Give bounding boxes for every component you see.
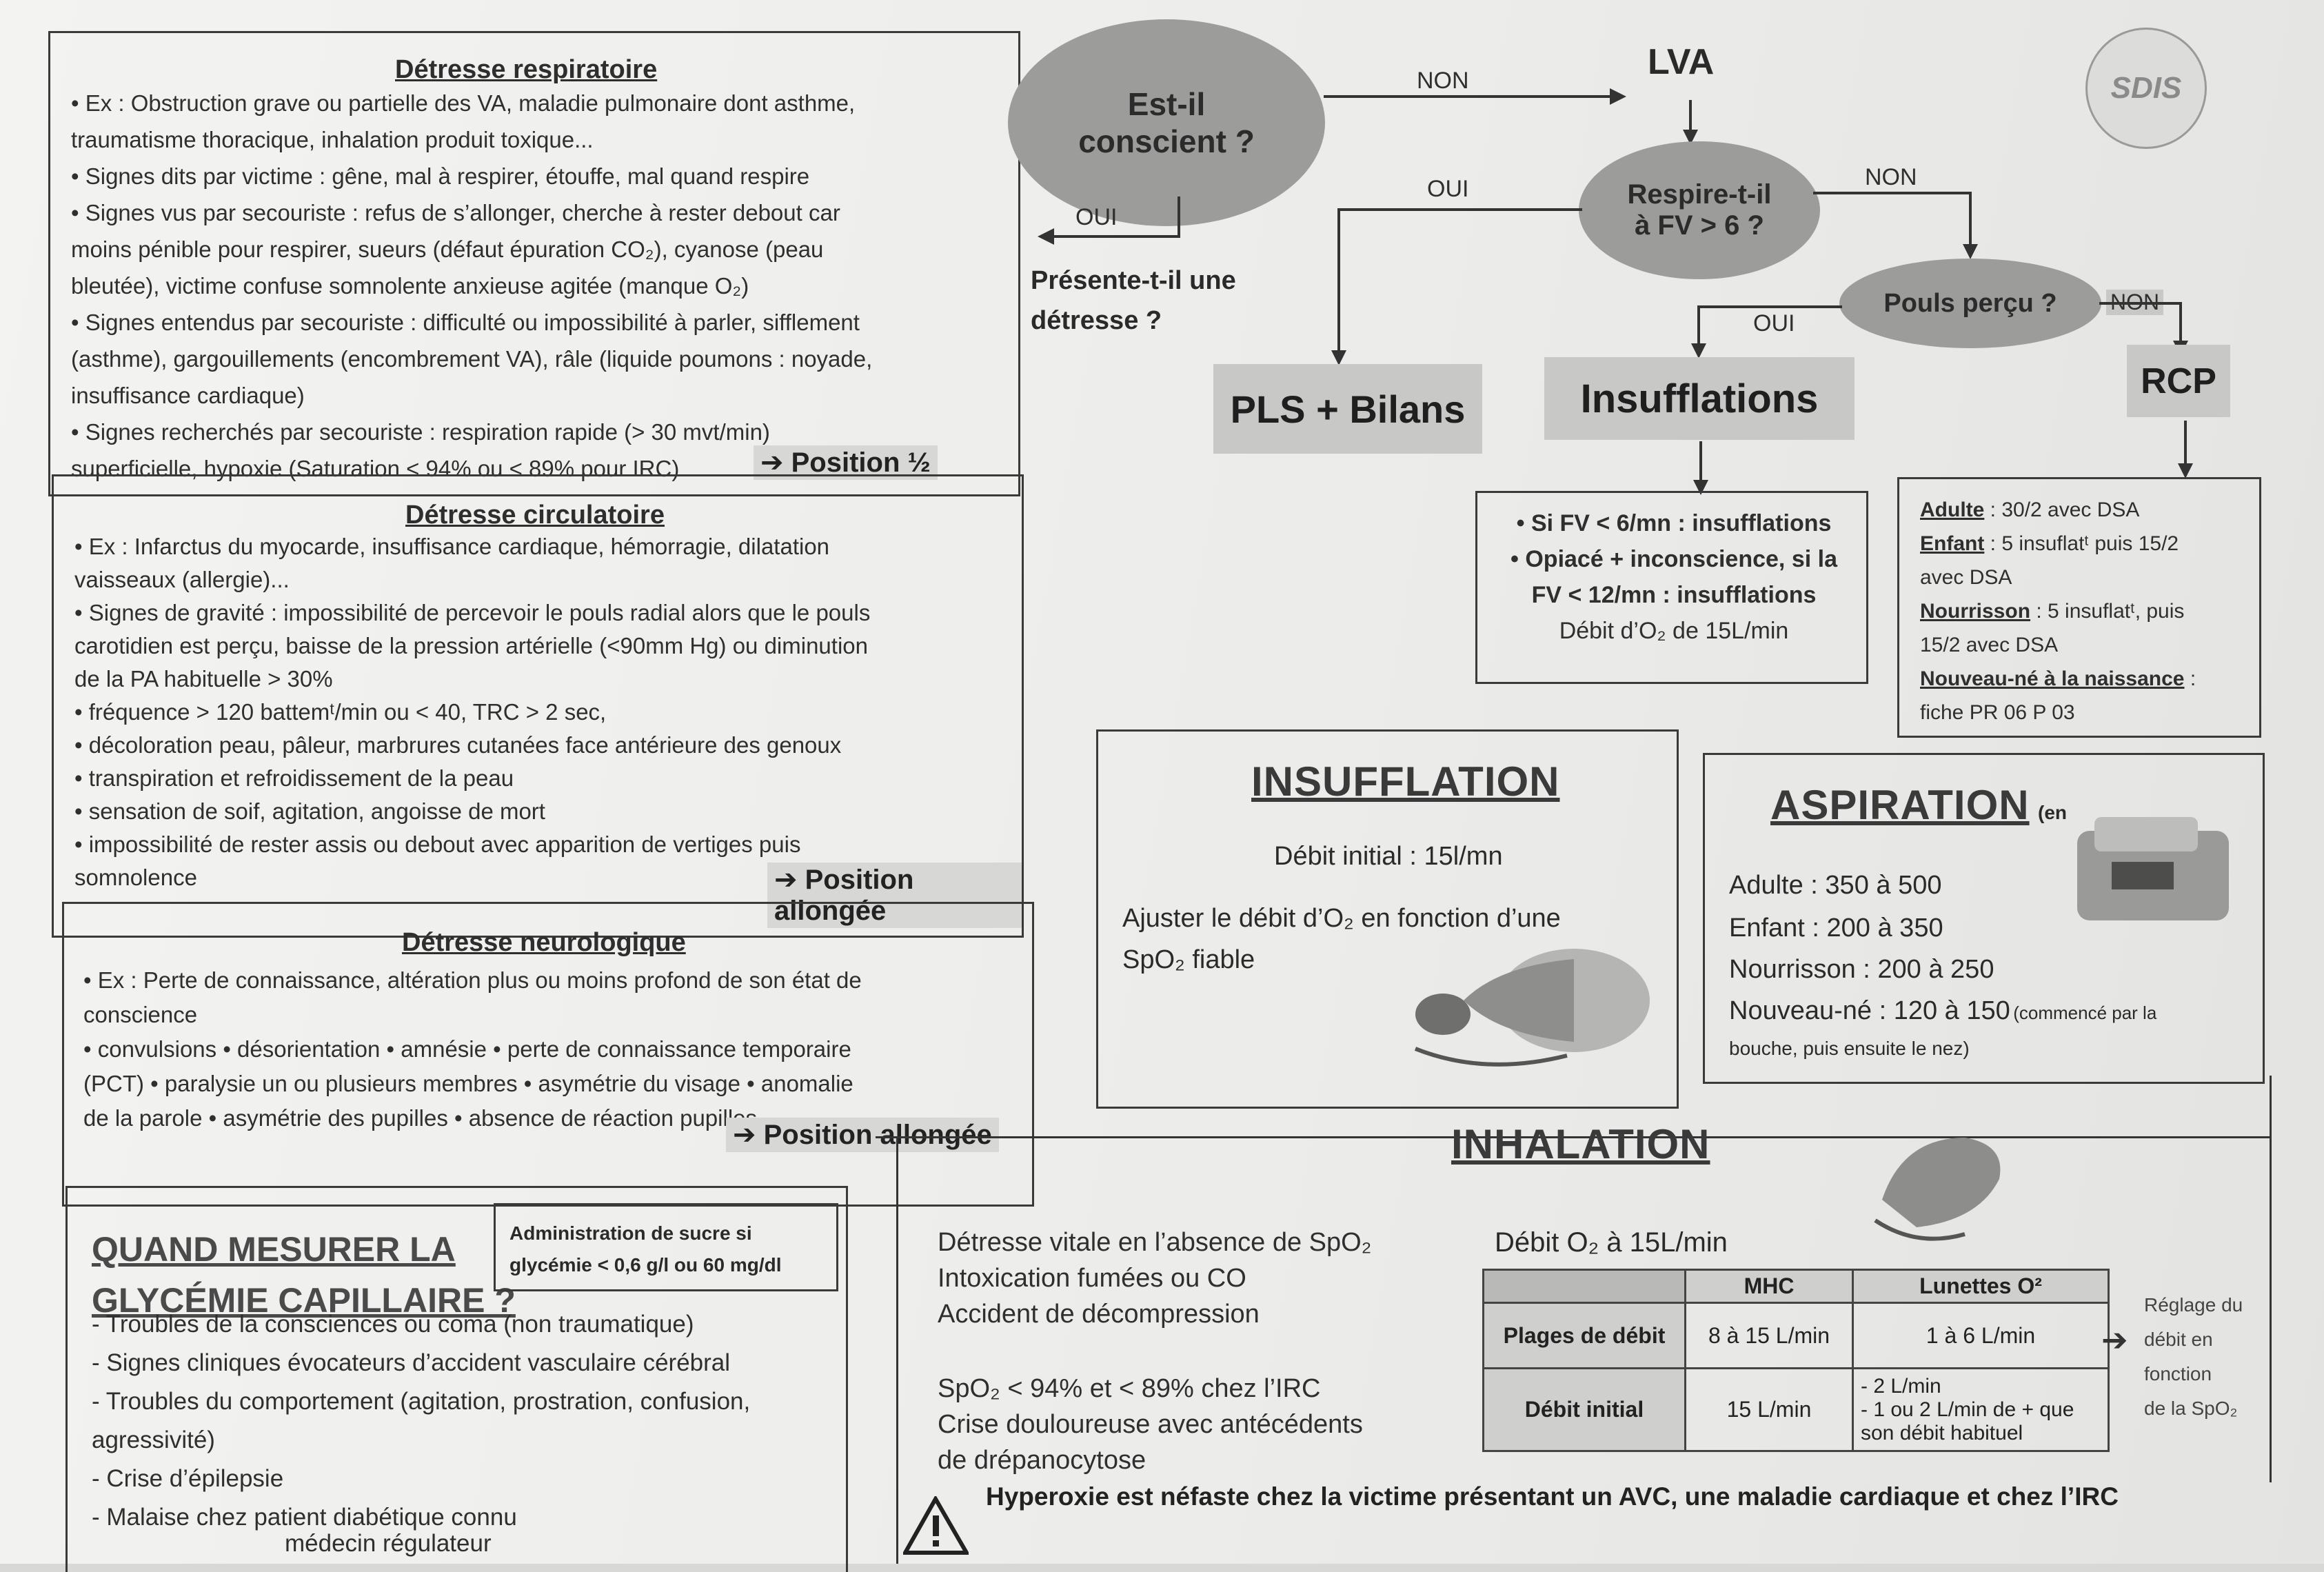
aspiration-child: Enfant : 200 à 350 <box>1729 914 1943 943</box>
flow-arrow-line <box>1699 441 1702 483</box>
aspiration-box: ASPIRATION (en Adulte : 350 à 500 Enfant… <box>1703 753 2265 1084</box>
aspiration-title-suffix: (en <box>2038 802 2068 823</box>
flow-breathes-oval: Respire-t-il à FV > 6 ? <box>1579 141 1820 279</box>
flow-pulse-oval: Pouls perçu ? <box>1839 259 2101 348</box>
inhalation-title: INHALATION <box>1451 1121 1710 1167</box>
inhalation-flow-text: Débit O₂ à 15L/min <box>1495 1227 1728 1258</box>
oxygen-flow-table: MHC Lunettes O² Plages de débit 8 à 15 L… <box>1482 1269 2110 1452</box>
flow-arrowhead <box>1610 88 1626 105</box>
table-row-head-plages: Plages de débit <box>1482 1302 1686 1369</box>
flow-oui-label-2: OUI <box>1427 176 1469 202</box>
glycemia-indications: - Troubles de la consciences ou coma (no… <box>92 1311 751 1557</box>
circulatory-distress-title: Détresse circulatoire <box>405 501 665 530</box>
aspiration-title-row: ASPIRATION (en <box>1770 781 2067 829</box>
flow-arrow-line <box>1969 192 1972 247</box>
table-header-lunettes: Lunettes O² <box>1852 1269 2110 1304</box>
insufflation-box: INSUFFLATION Débit initial : 15l/mn Ajus… <box>1096 729 1679 1109</box>
table-cell: 1 à 6 L/min <box>1852 1302 2110 1369</box>
sdis-logo: SDIS <box>2085 28 2207 149</box>
neurological-distress-title: Détresse neurologique <box>402 928 686 957</box>
flow-arrow-line <box>2179 302 2182 343</box>
insufflation-title: INSUFFLATION <box>1251 758 1560 805</box>
neurological-distress-text: • Ex : Perte de connaissance, altération… <box>83 967 862 1131</box>
inhalation-top-border <box>876 1136 2272 1138</box>
insufflation-rules-text: • Si FV < 6/mn : insufflations • Opiacé … <box>1510 510 1837 644</box>
respiratory-position-label: ➔ Position ½ <box>754 445 938 480</box>
aspiration-title: ASPIRATION <box>1770 782 2030 828</box>
aspiration-newborn-note-2: bouche, puis ensuite le nez) <box>1729 1038 1970 1059</box>
flow-arrow-line <box>1337 208 1340 353</box>
rcp-rules-box: Adulte : 30/2 avec DSA Enfant : 5 insufl… <box>1897 477 2261 738</box>
insufflation-rules-box: • Si FV < 6/mn : insufflations • Opiacé … <box>1475 491 1868 684</box>
bag-valve-mask-icon <box>1414 949 1650 1067</box>
flow-pls-box: PLS + Bilans <box>1213 364 1482 454</box>
flow-arrow-line <box>1051 235 1180 238</box>
aspiration-infant: Nourrisson : 200 à 250 <box>1729 955 1994 984</box>
insufflation-initial-flow: Débit initial : 15l/mn <box>1274 842 1503 871</box>
glycemia-title: QUAND MESURER LA GLYCÉMIE CAPILLAIRE ? <box>92 1230 516 1320</box>
respiratory-distress-box: Détresse respiratoire • Ex : Obstruction… <box>48 31 1020 496</box>
flow-arrow-line <box>1697 305 1700 347</box>
flow-arrow-line <box>1324 95 1613 98</box>
aspiration-adult: Adulte : 350 à 500 <box>1729 871 1942 900</box>
oxygen-mask-icon <box>1874 1138 2001 1241</box>
warning-icon <box>903 1496 969 1555</box>
flow-arrowhead <box>2178 463 2193 478</box>
respiratory-distress-title: Détresse respiratoire <box>395 55 658 84</box>
flow-arrowhead <box>1683 130 1698 145</box>
flow-arrowhead <box>1963 244 1978 259</box>
flow-lva-label: LVA <box>1648 42 1715 82</box>
flow-insufflations-box: Insufflations <box>1544 357 1855 440</box>
flow-arrow-line <box>1689 100 1692 131</box>
aspiration-newborn-note: (commencé par la <box>2013 1002 2157 1023</box>
rcp-rules-text: Adulte : 30/2 avec DSA Enfant : 5 insufl… <box>1920 498 2196 724</box>
neurological-distress-box: Détresse neurologique • Ex : Perte de co… <box>62 902 1034 1207</box>
flow-arrow-line <box>2184 421 2187 465</box>
flow-rcp-box: RCP <box>2127 345 2230 417</box>
table-cell: 15 L/min <box>1684 1367 1854 1452</box>
glycemia-box: QUAND MESURER LA GLYCÉMIE CAPILLAIRE ? A… <box>65 1186 848 1572</box>
flow-arrowhead <box>1331 350 1346 365</box>
flow-conscious-oval: Est-il conscient ? <box>1008 19 1325 226</box>
flow-arrowhead <box>1691 343 1706 359</box>
aspiration-newborn: Nouveau-né : 120 à 150 <box>1729 996 2010 1025</box>
flow-arrow-line <box>1813 192 1972 194</box>
flow-oui-label-3: OUI <box>1753 310 1795 336</box>
circulatory-distress-text: • Ex : Infarctus du myocarde, insuffisan… <box>74 534 871 890</box>
spo2-side-note: Réglage du débit en fonction de la SpO₂ <box>2144 1294 2243 1419</box>
neurological-position-label: ➔ Position allongée <box>726 1118 999 1152</box>
insufflation-adjust-text-2: SpO₂ fiable <box>1122 945 1255 974</box>
table-row-head-initial: Débit initial <box>1482 1367 1686 1452</box>
flow-arrow-line <box>1697 305 1842 308</box>
circulatory-distress-box: Détresse circulatoire • Ex : Infarctus d… <box>52 474 1024 938</box>
flow-non-label-1: NON <box>1417 68 1469 94</box>
sugar-administration-box: Administration de sucre si glycémie < 0,… <box>494 1203 838 1291</box>
circulatory-position-label: ➔ Position allongée <box>767 863 1022 928</box>
flow-arrow-line <box>1337 208 1582 211</box>
flow-distress-question: Présente-t-il une détresse ? <box>1031 266 1236 335</box>
table-cell: - 2 L/min - 1 ou 2 L/min de + que son dé… <box>1852 1367 2110 1452</box>
inhalation-left-border <box>896 1136 898 1564</box>
flow-arrow-line <box>1178 196 1180 238</box>
table-header-mhc: MHC <box>1684 1269 1854 1304</box>
inhalation-right-border <box>2270 1076 2272 1482</box>
hyperoxia-warning: Hyperoxie est néfaste chez la victime pr… <box>986 1482 2119 1511</box>
suction-device-icon <box>2077 817 2229 920</box>
aspiration-newborn-row: Nouveau-né : 120 à 150 (commencé par la <box>1729 996 2260 1026</box>
table-arrow-icon: ➔ <box>2101 1322 2128 1358</box>
flow-arrowhead <box>1038 228 1054 245</box>
flow-non-label-2: NON <box>1865 164 1917 190</box>
flow-arrow-line <box>2099 302 2182 305</box>
oxygen-flow-table-wrap: MHC Lunettes O² Plages de débit 8 à 15 L… <box>1482 1269 2110 1452</box>
insufflation-adjust-text-1: Ajuster le débit d’O₂ en fonction d’une <box>1122 904 1561 933</box>
respiratory-distress-text: • Ex : Obstruction grave ou partielle de… <box>71 90 873 481</box>
flow-oui-label-1: OUI <box>1075 204 1118 230</box>
table-cell: 8 à 15 L/min <box>1684 1302 1854 1369</box>
inhalation-indications: Détresse vitale en l’absence de SpO₂ Int… <box>938 1228 1372 1475</box>
